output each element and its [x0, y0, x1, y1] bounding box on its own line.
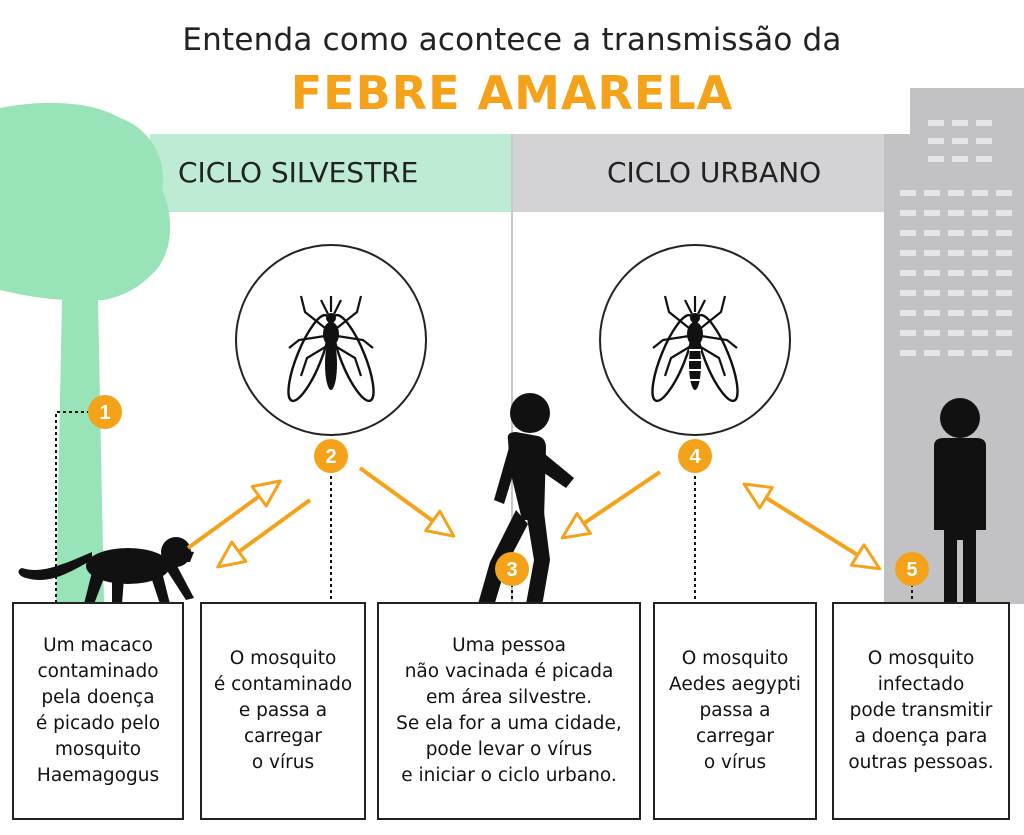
- step-4-line: passa a: [699, 700, 771, 721]
- page-title: FEBRE AMARELA: [290, 66, 734, 120]
- svg-text:4: 4: [689, 446, 701, 468]
- person-walking-icon: [478, 393, 574, 606]
- step-4-line: carregar: [695, 726, 775, 747]
- step-2-line: carregar: [243, 726, 323, 747]
- step-1-line: contaminado: [37, 661, 159, 682]
- step-1-line: é picado pelo: [35, 713, 161, 734]
- step-5-line: O mosquito: [867, 648, 975, 669]
- step-box-5: O mosquito infectado pode transmitir a d…: [832, 602, 1010, 820]
- step-box-3: Uma pessoa não vacinada é picada em área…: [377, 602, 641, 820]
- step-1-line: pela doença: [41, 687, 155, 708]
- step-3-line: Uma pessoa: [452, 635, 566, 656]
- step-badge-5: 5: [895, 552, 929, 586]
- step-3-line: pode levar o vírus: [425, 739, 593, 760]
- step-3-line: Se ela for a uma cidade,: [396, 713, 622, 734]
- arrows: [186, 466, 882, 571]
- step-3-line: não vacinada é picada: [404, 661, 614, 682]
- step-2-line: é contaminado: [213, 674, 353, 695]
- cycle-label-silvestre: CICLO SILVESTRE: [178, 156, 419, 189]
- person-standing-icon: [934, 398, 986, 604]
- step-5-line: pode transmitir: [849, 700, 993, 721]
- svg-text:5: 5: [906, 559, 917, 581]
- step-5-line: outras pessoas.: [848, 752, 994, 773]
- step-5-line: a doença para: [854, 726, 988, 747]
- mosquito-icon: [287, 295, 375, 403]
- step-4-line: o vírus: [703, 752, 767, 773]
- svg-text:3: 3: [506, 559, 517, 581]
- step-4-line: Aedes aegypti: [669, 674, 801, 695]
- monkey-icon: [18, 537, 194, 604]
- step-2-line: o vírus: [251, 752, 315, 773]
- step-3-line: e iniciar o ciclo urbano.: [401, 765, 617, 786]
- connector-lines: [55, 411, 913, 602]
- step-box-4: O mosquito Aedes aegypti passa a carrega…: [653, 602, 817, 820]
- mosquito-icon: [651, 295, 739, 403]
- silvestre-band: [150, 134, 512, 212]
- step-badge-2: 2: [314, 439, 348, 473]
- step-2-line: O mosquito: [229, 648, 337, 669]
- step-4-line: O mosquito: [681, 648, 789, 669]
- urbano-band: [512, 134, 884, 212]
- cycle-label-urbano: CICLO URBANO: [607, 156, 822, 189]
- step-box-2: O mosquito é contaminado e passa a carre…: [200, 602, 366, 820]
- step-badge-3: 3: [495, 552, 529, 586]
- step-1-line: Um macaco: [43, 635, 153, 656]
- step-1-line: Haemagogus: [36, 765, 160, 786]
- svg-text:2: 2: [325, 446, 336, 468]
- step-badge-4: 4: [678, 439, 712, 473]
- step-3-line: em área silvestre.: [425, 687, 593, 708]
- step-5-line: infectado: [877, 674, 965, 695]
- tree-icon: [0, 102, 171, 604]
- step-badge-1: 1: [88, 395, 122, 429]
- step-2-line: e passa a: [238, 700, 328, 721]
- page-subtitle: Entenda como acontece a transmissão da: [182, 22, 842, 58]
- step-1-line: mosquito: [54, 739, 142, 760]
- step-box-1: Um macaco contaminado pela doença é pica…: [12, 602, 184, 820]
- svg-text:1: 1: [99, 402, 110, 424]
